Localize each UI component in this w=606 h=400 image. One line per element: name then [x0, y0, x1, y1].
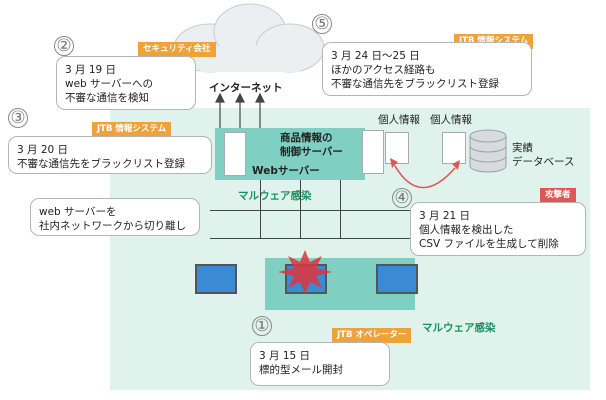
event-4-tag: 攻撃者: [540, 188, 576, 203]
event-3-number: ③: [8, 108, 28, 128]
event-5-line-1: 3 月 24 日～25 日: [331, 50, 420, 62]
document-icon-2: [442, 132, 466, 164]
exfiltration-arrow: [390, 158, 460, 189]
event-2-number: ②: [54, 36, 74, 56]
product-server-label-1: 商品情報の: [280, 132, 333, 144]
network-line-horizontal-2: [210, 238, 460, 239]
product-server-label-2: 制御サーバー: [280, 146, 343, 158]
personal-info-label-1: 個人情報: [378, 114, 420, 126]
web-server-label: Webサーバー: [252, 165, 320, 177]
event-3-bubble: 3 月 20 日 不審な通信先をブラックリスト登録: [8, 136, 212, 174]
event-2-line-1: 3 月 19 日: [65, 64, 117, 76]
event-1-bubble: 3 月 15 日 標的型メール開封: [250, 342, 390, 386]
event-1-line-2: 標的型メール開封: [259, 364, 343, 376]
db-label-2: データベース: [512, 156, 575, 168]
malware-label-pc: マルウェア感染: [422, 322, 496, 334]
event-3b-bubble: web サーバーを 社内ネットワークから切り離し: [30, 198, 200, 236]
event-4-line-2: 個人情報を検出した: [419, 224, 514, 236]
event-5-number: ⑤: [312, 14, 332, 34]
event-4-number: ④: [392, 188, 412, 208]
event-2-line-2: web サーバーへの: [65, 78, 153, 90]
db-label-1: 実績: [512, 142, 533, 154]
event-5-line-3: 不審な通信先をブラックリスト登録: [331, 78, 499, 90]
event-3-tag: JTB 情報システム: [92, 122, 172, 137]
network-line-vertical-2: [300, 180, 301, 238]
malware-label-web: マルウェア感染: [238, 190, 312, 202]
personal-info-label-2: 個人情報: [430, 114, 472, 126]
event-2-tag: セキュリティ会社: [138, 42, 216, 57]
server-icon-2: [362, 130, 384, 174]
network-line-vertical-3: [340, 180, 341, 238]
event-1-tag: JTB オペレーター: [332, 328, 412, 343]
laptop-icon-3: [376, 264, 418, 294]
event-1-line-1: 3 月 15 日: [259, 350, 311, 362]
event-2-bubble: 3 月 19 日 web サーバーへの 不審な通信を検知: [56, 56, 196, 110]
internet-label: インターネット: [209, 82, 283, 94]
event-4-line-1: 3 月 21 日: [419, 210, 471, 222]
event-5-line-2: ほかのアクセス経路も: [331, 64, 436, 76]
network-line-vertical-1: [260, 180, 261, 238]
server-icon: [224, 132, 246, 176]
event-2-line-3: 不審な通信を検知: [65, 92, 149, 104]
infection-burst-icon: [278, 250, 332, 294]
event-4-line-3: CSV ファイルを生成して削除: [419, 238, 559, 250]
document-icon-1: [385, 132, 409, 164]
internet-arrows: [215, 92, 265, 130]
event-3-line-1: 3 月 20 日: [17, 144, 69, 156]
laptop-icon-1: [195, 264, 237, 294]
event-1-number: ①: [252, 316, 272, 336]
event-3b-line-1: web サーバーを: [39, 206, 117, 218]
event-5-bubble: 3 月 24 日～25 日 ほかのアクセス経路も 不審な通信先をブラックリスト登…: [322, 42, 532, 96]
event-4-bubble: 3 月 21 日 個人情報を検出した CSV ファイルを生成して削除: [410, 202, 586, 256]
event-3-line-2: 不審な通信先をブラックリスト登録: [17, 158, 185, 170]
database-icon: [469, 129, 507, 173]
event-3b-line-2: 社内ネットワークから切り離し: [39, 220, 186, 232]
network-line-horizontal: [210, 210, 460, 211]
